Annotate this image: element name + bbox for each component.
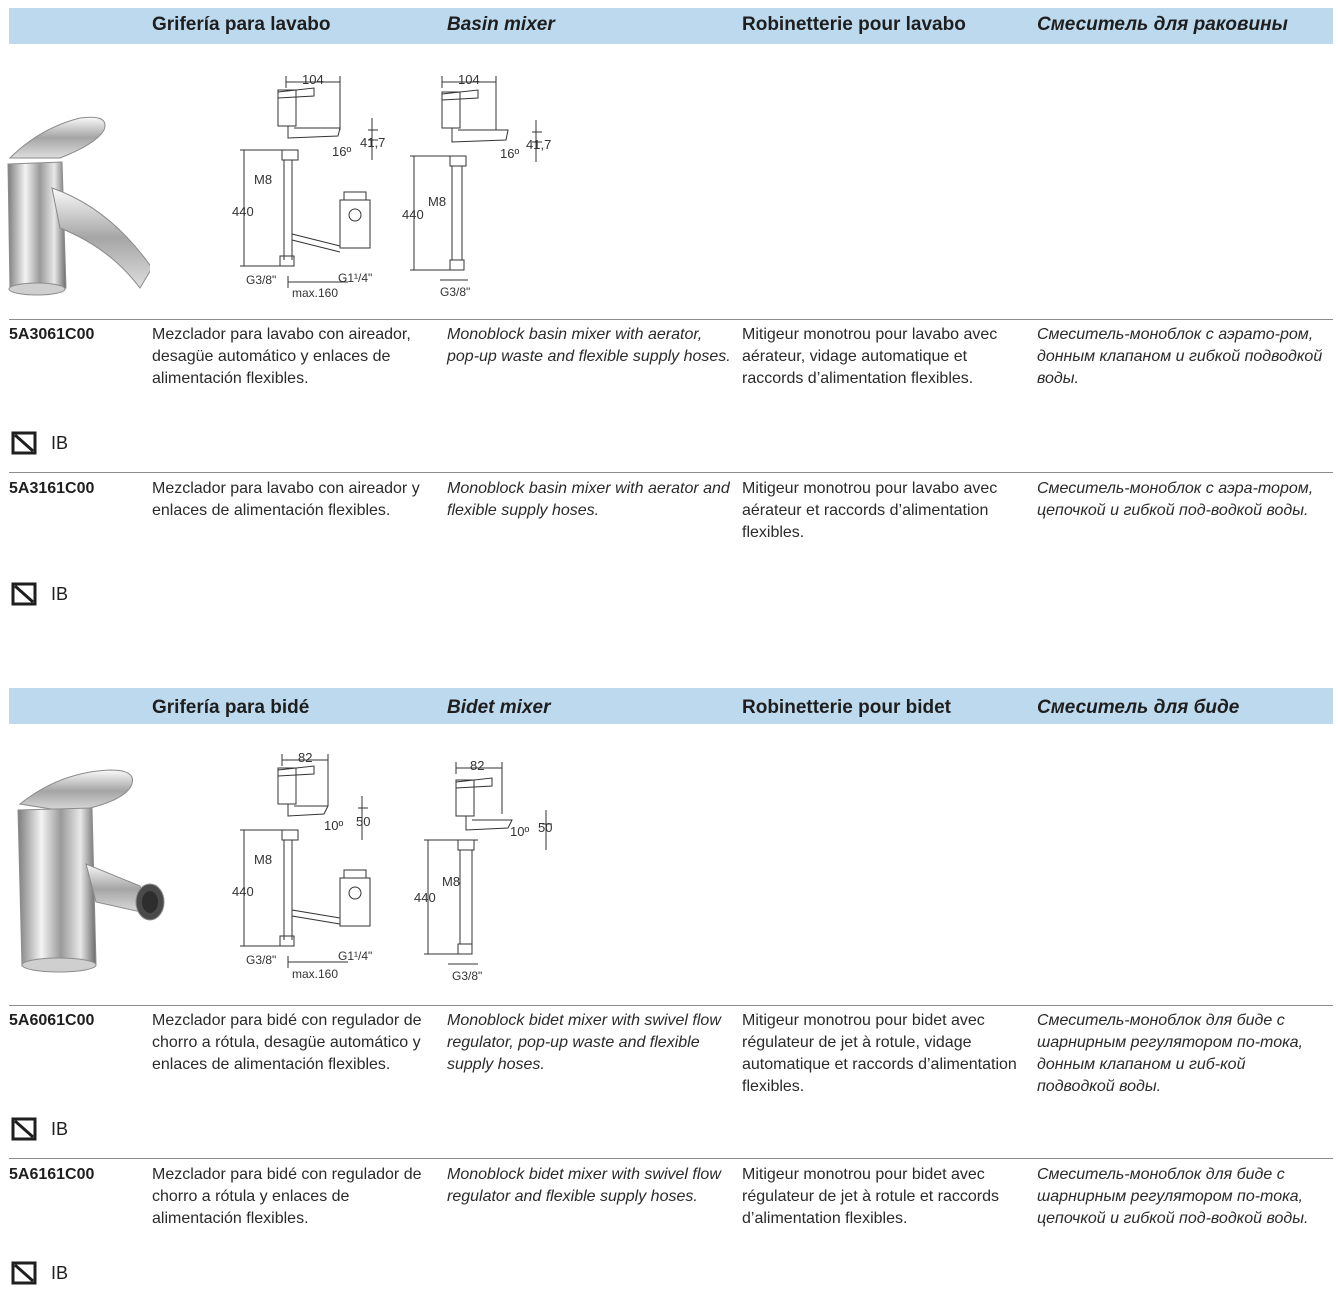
- basin-b-inlet: G3/8": [440, 285, 470, 299]
- description-fr: Mitigeur monotrou pour bidet avec régula…: [742, 1166, 1000, 1227]
- basin-a-width: 104: [302, 72, 324, 87]
- basin-a-inlet: G3/8": [246, 273, 276, 287]
- finish-code: IB: [51, 432, 69, 453]
- finish-icon: [11, 1117, 37, 1141]
- bidet-a-max: max.160: [292, 967, 338, 980]
- basin-a-angle: 16º: [332, 144, 351, 159]
- bidet-drawing-with-waste: 82 10º 50 M8 440 G3/8" G1¹/4" max.160: [232, 750, 372, 980]
- description-ru: Смеситель-моноблок с аэрато-ром, донным …: [1037, 326, 1323, 387]
- product-code: 5A3161C00: [9, 480, 95, 497]
- bidet-b-thread: M8: [442, 874, 460, 889]
- header-ru: Смеситель для раковины: [1037, 14, 1288, 35]
- basin-b-height: 41,7: [526, 137, 551, 152]
- header-es: Grifería para lavabo: [152, 14, 331, 35]
- finish-badge: IB: [11, 1117, 68, 1141]
- product-code: 5A6161C00: [9, 1166, 95, 1183]
- header-en: Basin mixer: [447, 14, 555, 35]
- description-fr: Mitigeur monotrou pour bidet avec régula…: [742, 1012, 1017, 1095]
- basin-b-angle: 16º: [500, 146, 519, 161]
- description-es: Mezclador para lavabo con aireador y enl…: [152, 480, 420, 519]
- product-code: 5A3061C00: [9, 326, 95, 343]
- basin-a-thread: M8: [254, 172, 272, 187]
- description-en: Monoblock bidet mixer with swivel flow r…: [447, 1166, 721, 1205]
- row-divider: [9, 472, 1333, 473]
- basin-a-height: 41,7: [360, 135, 385, 150]
- bidet-b-angle: 10º: [510, 824, 529, 839]
- basin-b-length: 440: [402, 207, 424, 222]
- finish-badge: IB: [11, 582, 68, 606]
- description-en: Monoblock basin mixer with aerator and f…: [447, 480, 730, 519]
- bidet-header-band: [9, 688, 1333, 724]
- basin-a-waste: G1¹/4": [338, 271, 372, 285]
- bidet-a-width: 82: [298, 750, 312, 765]
- description-ru: Смеситель-моноблок с аэра-тором, цепочко…: [1037, 480, 1314, 519]
- bidet-a-thread: M8: [254, 852, 272, 867]
- finish-code: IB: [51, 1118, 69, 1139]
- basin-b-width: 104: [458, 72, 480, 87]
- basin-section: Grifería para lavabo Basin mixer Robinet…: [0, 0, 1338, 640]
- finish-badge: IB: [11, 1261, 68, 1285]
- description-fr: Mitigeur monotrou pour lavabo avec aérat…: [742, 480, 998, 541]
- bidet-b-height: 50: [538, 820, 552, 835]
- basin-drawing-with-waste: 104 16º 41,7 M8 440 G3/8" G1¹/4" max.160: [232, 72, 385, 300]
- finish-icon: [11, 431, 37, 455]
- finish-badge: IB: [11, 431, 68, 455]
- bidet-a-length: 440: [232, 884, 254, 899]
- bidet-b-inlet: G3/8": [452, 969, 482, 983]
- finish-icon: [11, 1261, 37, 1285]
- basin-mixer-photo: [7, 116, 150, 296]
- bidet-section: Grifería para bidé Bidet mixer Robinette…: [0, 684, 1338, 1300]
- header-fr: Robinetterie pour lavabo: [742, 14, 966, 35]
- description-ru: Смеситель-моноблок для биде с шарнирным …: [1037, 1166, 1309, 1227]
- description-es: Mezclador para lavabo con aireador, desa…: [152, 326, 411, 387]
- finish-code: IB: [51, 583, 69, 604]
- bidet-a-waste: G1¹/4": [338, 949, 372, 963]
- description-en: Monoblock bidet mixer with swivel flow r…: [447, 1012, 721, 1073]
- header-en: Bidet mixer: [447, 697, 551, 718]
- description-es: Mezclador para bidé con regulador de cho…: [152, 1012, 422, 1073]
- description-ru: Смеситель-моноблок для биде с шарнирным …: [1037, 1012, 1303, 1095]
- finish-icon: [11, 582, 37, 606]
- row-divider: [9, 1005, 1333, 1006]
- bidet-a-height: 50: [356, 814, 370, 829]
- bidet-a-angle: 10º: [324, 818, 343, 833]
- product-code: 5A6061C00: [9, 1012, 95, 1029]
- finish-code: IB: [51, 1262, 69, 1283]
- header-fr: Robinetterie pour bidet: [742, 697, 951, 718]
- row-divider: [9, 319, 1333, 320]
- bidet-b-length: 440: [414, 890, 436, 905]
- bidet-a-inlet: G3/8": [246, 953, 276, 967]
- bidet-drawing-without-waste: 82 10º 50 M8 440 G3/8": [414, 758, 552, 983]
- description-fr: Mitigeur monotrou pour lavabo avec aérat…: [742, 326, 998, 387]
- row-divider: [9, 1158, 1333, 1159]
- description-en: Monoblock basin mixer with aerator, pop-…: [447, 326, 731, 365]
- basin-a-max: max.160: [292, 286, 338, 300]
- description-es: Mezclador para bidé con regulador de cho…: [152, 1166, 422, 1227]
- basin-a-length: 440: [232, 204, 254, 219]
- header-ru: Смеситель для биде: [1037, 697, 1240, 718]
- bidet-mixer-photo: [17, 769, 165, 973]
- bidet-b-width: 82: [470, 758, 484, 773]
- header-es: Grifería para bidé: [152, 697, 310, 718]
- basin-header-band: [9, 8, 1333, 44]
- basin-drawing-without-waste: 104 16º 41,7 M8 440 G3/8": [402, 72, 551, 299]
- basin-b-thread: M8: [428, 194, 446, 209]
